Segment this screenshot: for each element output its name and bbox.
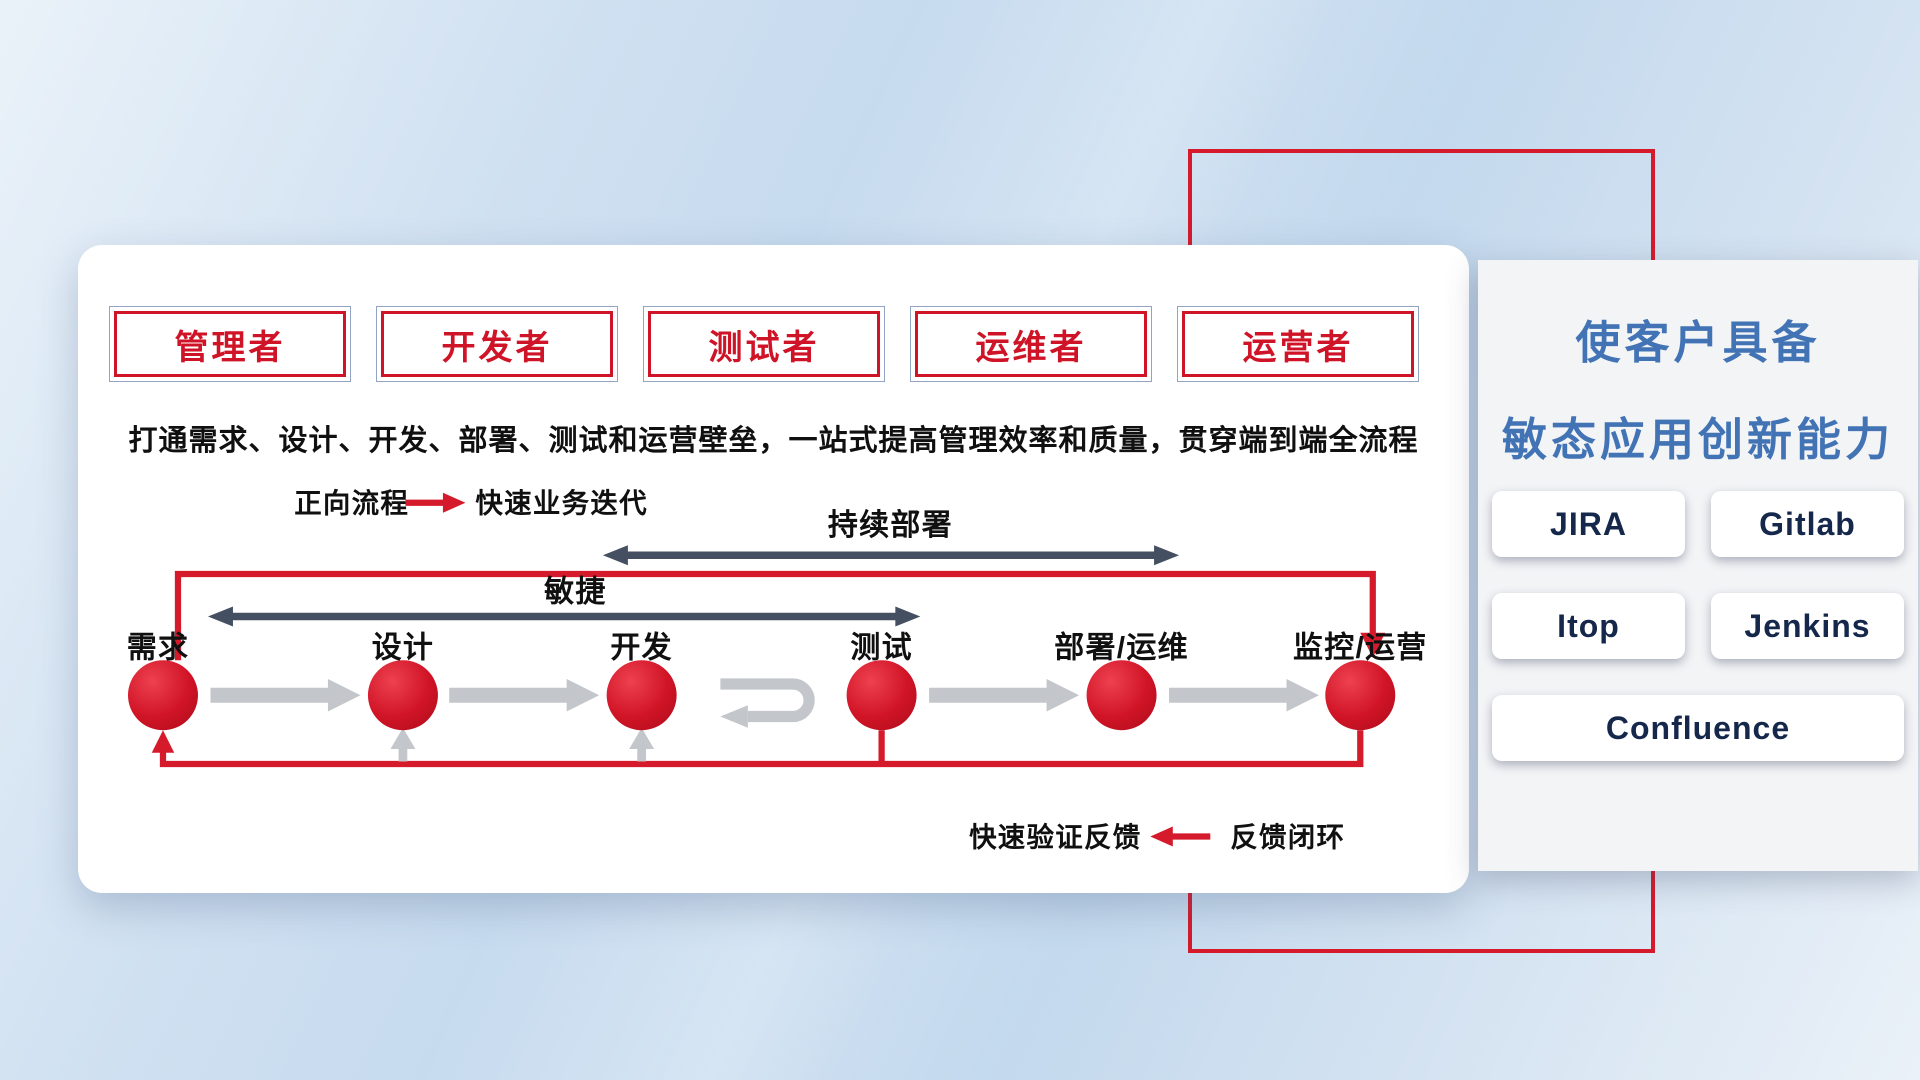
feedback-arrowhead-icon	[1150, 826, 1173, 847]
flow-arrow-icon	[210, 678, 361, 712]
cd-left-arrowhead-icon	[602, 545, 628, 566]
role-box-operator: 运维者	[915, 311, 1147, 377]
forward-arrowhead-icon	[442, 492, 466, 513]
role-label: 运维者	[975, 328, 1087, 367]
workflow-description: 打通需求、设计、开发、部署、测试和运营壁垒，一站式提高管理效率和质量，贯穿端到端…	[128, 425, 1419, 457]
feedback-up-arrowhead-icon	[390, 727, 416, 749]
stage-label-deploy-ops: 部署/运维	[1054, 631, 1189, 665]
flow-diagram: 正向流程 快速业务迭代 持续部署 敏捷	[127, 488, 1428, 853]
continuous-deploy-label: 持续部署	[828, 508, 953, 542]
forward-legend: 正向流程 快速业务迭代	[294, 488, 647, 519]
forward-loop-path	[174, 570, 1376, 661]
forward-loop-line	[174, 570, 1386, 661]
feedback-loop-arrowhead-icon	[151, 730, 175, 753]
agile-right-arrowhead-icon	[895, 606, 921, 627]
stage-label-design: 设计	[372, 632, 434, 665]
stage-circle-test	[846, 660, 917, 731]
stage-labels: 需求 设计 开发 测试 部署/运维 监控/运营	[127, 631, 1428, 665]
stage-label-develop: 开发	[610, 632, 672, 665]
stage-label-monitor-ops: 监控/运营	[1293, 632, 1428, 665]
tool-box-jenkins: Jenkins	[1711, 593, 1904, 659]
role-label: 测试者	[708, 328, 820, 367]
iterate-arrow-icon	[720, 678, 815, 723]
flow-arrow-icon	[929, 678, 1080, 712]
stage-circle-deploy-ops	[1086, 660, 1157, 731]
stage-circle-monitor-ops	[1325, 660, 1396, 731]
feedback-loop-line	[151, 727, 1364, 768]
role-box-tester: 测试者	[648, 311, 880, 377]
feedback-legend: 快速验证反馈 反馈闭环	[969, 821, 1345, 852]
stage-label-requirement: 需求	[127, 632, 189, 665]
stage-circle-requirement	[127, 660, 198, 731]
role-label: 管理者	[174, 328, 286, 367]
flow-arrow-icon	[449, 678, 600, 712]
role-box-manager: 管理者	[114, 311, 346, 377]
capability-title-line1: 使客户具备	[1575, 317, 1821, 368]
capability-panel: 使客户具备 敏态应用创新能力 JIRA Gitlab Itop Jenkins …	[1478, 260, 1918, 871]
agile-arrow: 敏捷	[207, 575, 921, 627]
stage-flow-arrows	[210, 678, 1320, 728]
stage-label-test: 测试	[850, 632, 912, 665]
agile-left-arrowhead-icon	[207, 606, 233, 627]
continuous-deploy-arrow: 持续部署	[602, 508, 1180, 566]
forward-loop-arrowhead-icon	[1360, 632, 1386, 658]
cd-right-arrowhead-icon	[1154, 545, 1180, 566]
tools-grid: JIRA Gitlab Itop Jenkins Confluence	[1492, 491, 1904, 761]
feedback-legend-value: 反馈闭环	[1230, 821, 1345, 852]
role-label: 运营者	[1242, 328, 1354, 367]
feedback-loop-path	[159, 730, 1364, 768]
devops-workflow-panel: 管理者 开发者 测试者 运维者 运营者 打通需求、设计、开发、部署、测试和运营壁…	[78, 245, 1469, 893]
role-box-operations: 运营者	[1182, 311, 1414, 377]
stage-circle-design	[367, 660, 438, 731]
stage-circles	[127, 660, 1396, 731]
role-label: 开发者	[441, 328, 553, 367]
feedback-legend-label: 快速验证反馈	[969, 821, 1141, 852]
iterate-arrowhead-icon	[720, 705, 748, 728]
role-box-developer: 开发者	[381, 311, 613, 377]
forward-legend-label: 正向流程	[294, 488, 409, 519]
stage-circle-develop	[606, 660, 677, 731]
tool-box-confluence: Confluence	[1492, 695, 1904, 761]
tool-box-jira: JIRA	[1492, 491, 1685, 557]
tool-box-itop: Itop	[1492, 593, 1685, 659]
capability-title-line2: 敏态应用创新能力	[1501, 414, 1894, 465]
tool-box-gitlab: Gitlab	[1711, 491, 1904, 557]
roles-row: 管理者 开发者 测试者 运维者 运营者	[114, 311, 1414, 377]
flow-arrow-icon	[1169, 678, 1320, 712]
feedback-up-arrowhead-icon	[629, 727, 655, 749]
forward-legend-value: 快速业务迭代	[475, 488, 647, 519]
agile-label: 敏捷	[544, 575, 606, 608]
